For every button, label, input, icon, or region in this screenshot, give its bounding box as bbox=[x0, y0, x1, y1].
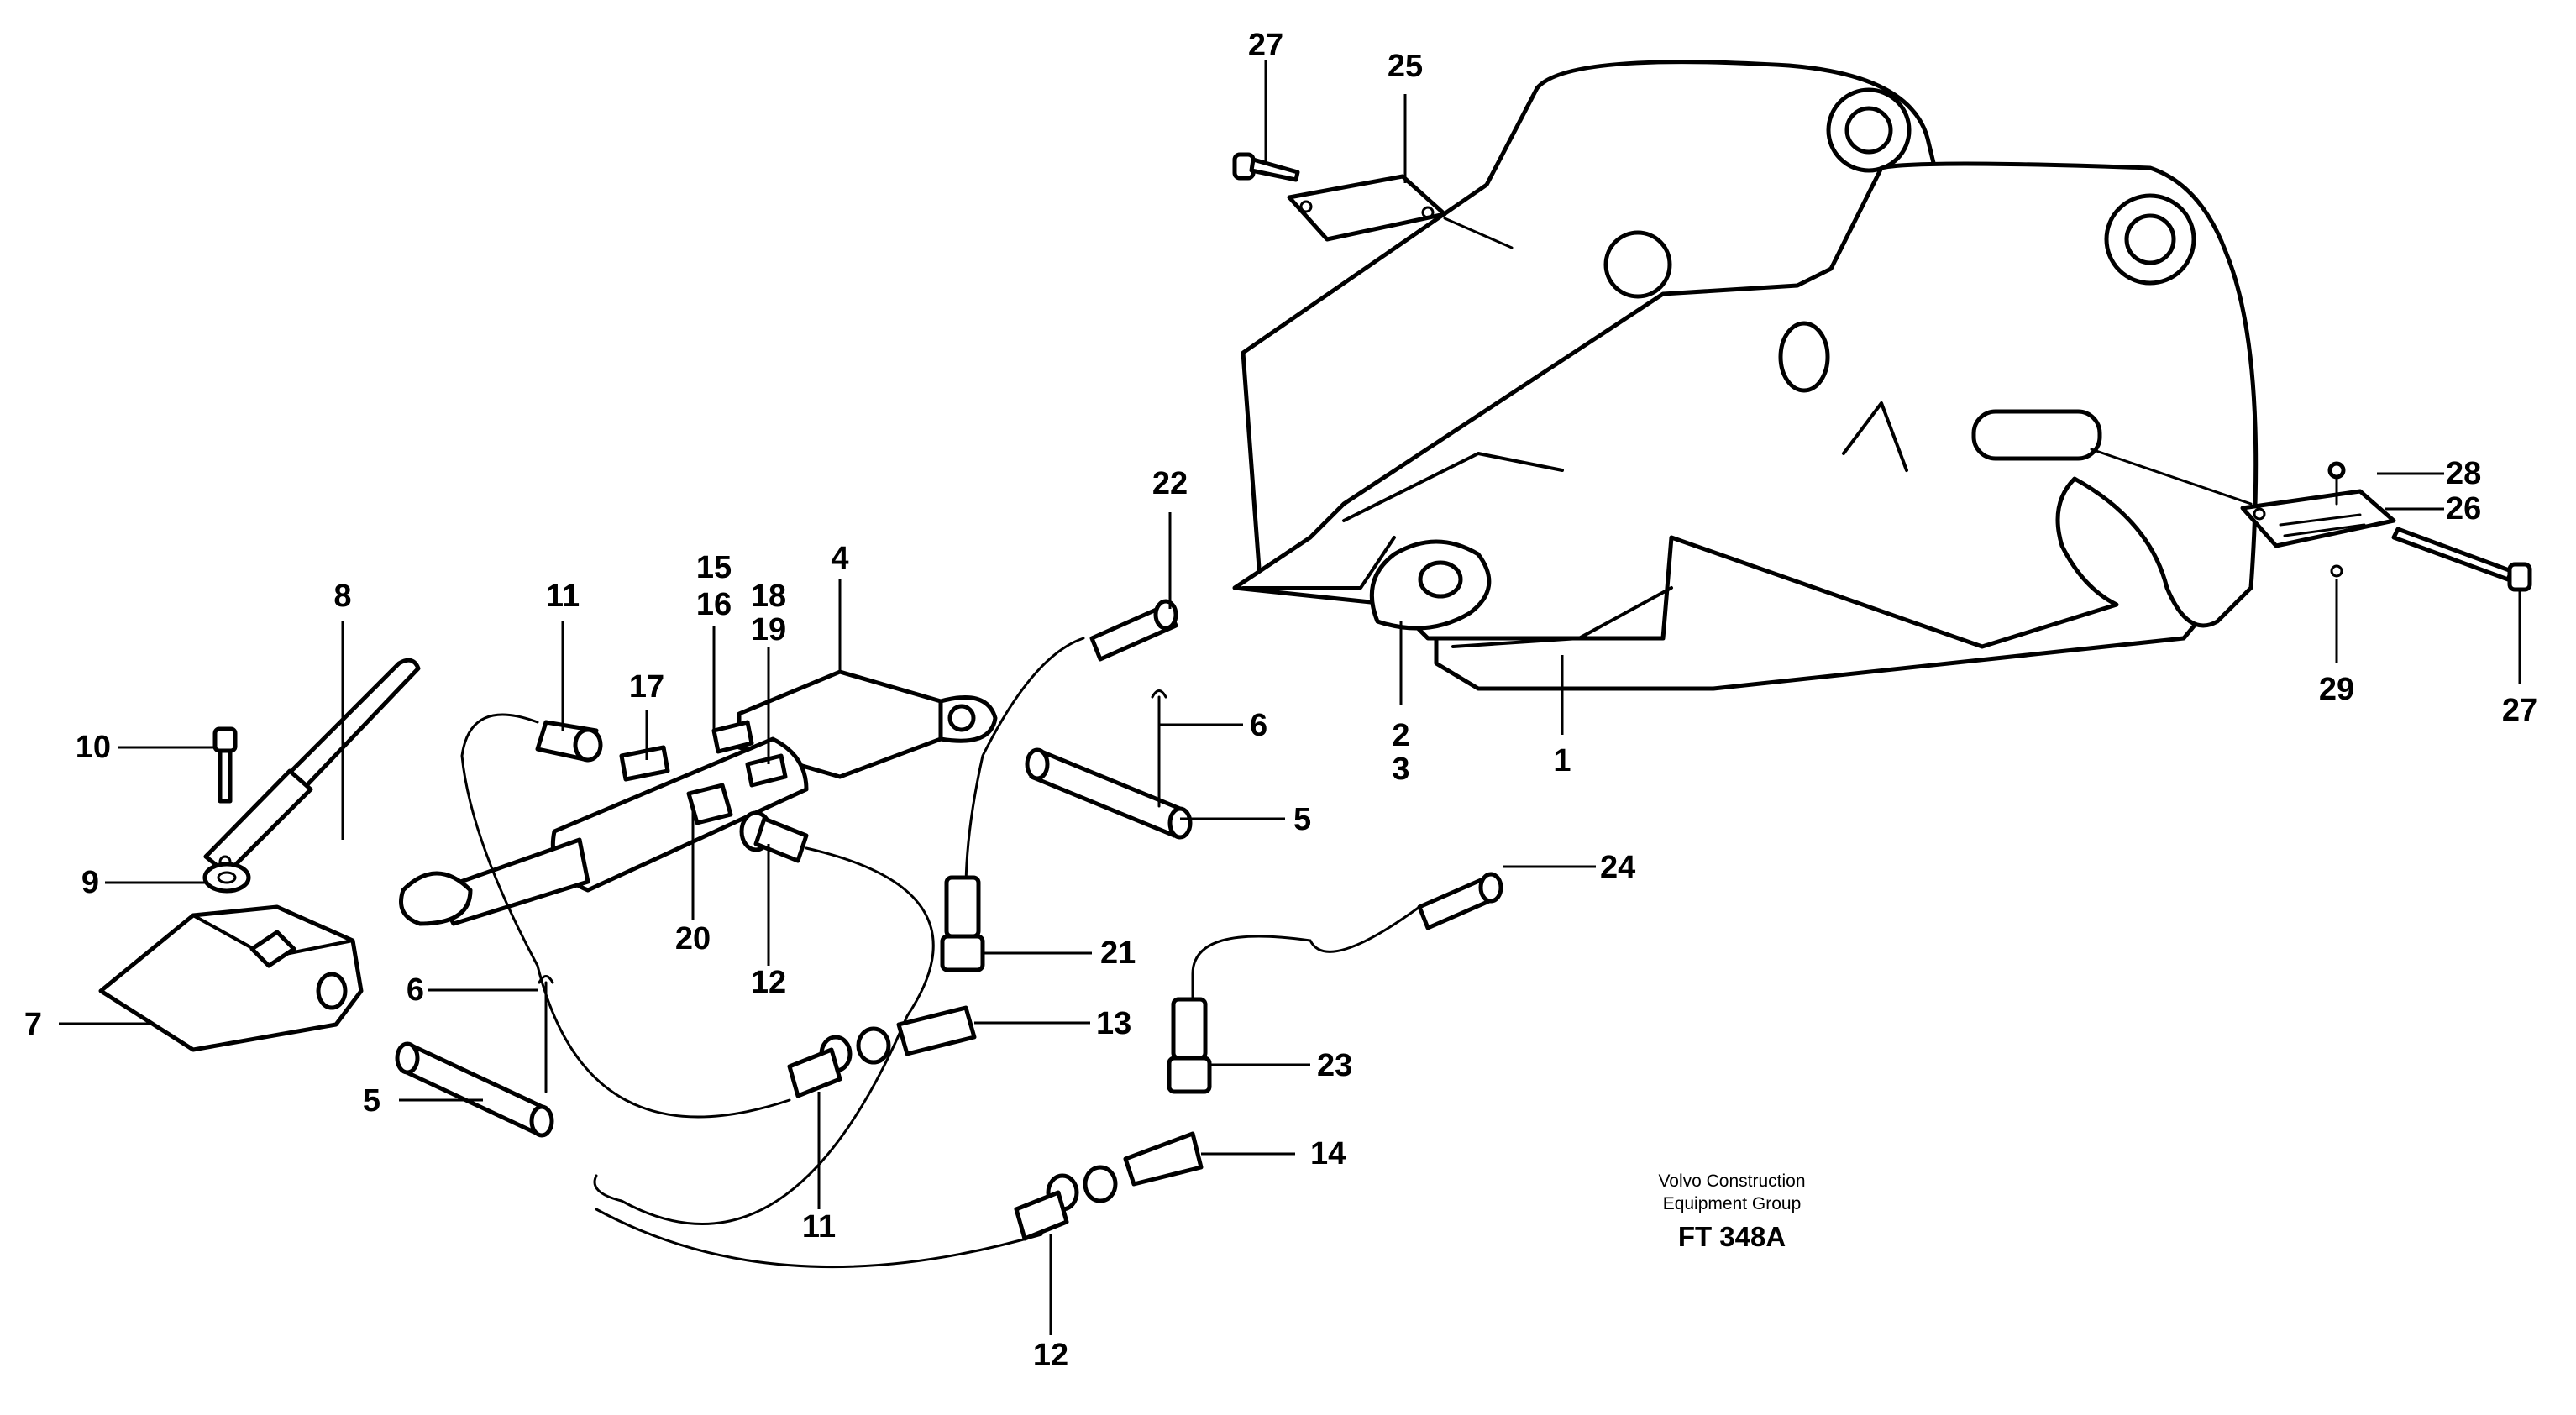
pin-5-upper bbox=[1025, 747, 1193, 840]
label-16: 16 bbox=[696, 587, 732, 622]
label-24: 24 bbox=[1600, 850, 1635, 885]
hydraulic-cylinder-4 bbox=[399, 669, 998, 926]
label-28: 28 bbox=[2446, 456, 2481, 491]
cover-plate-25 bbox=[1287, 174, 1514, 249]
fitting-17 bbox=[619, 745, 670, 782]
label-21: 21 bbox=[1100, 935, 1136, 971]
label-17: 17 bbox=[629, 669, 664, 705]
adapter-13-chain bbox=[787, 1005, 977, 1098]
label-6-lower: 6 bbox=[407, 972, 424, 1008]
label-27-top: 27 bbox=[1248, 28, 1283, 63]
fitting-11-upper bbox=[535, 720, 603, 763]
coupling-21 bbox=[940, 875, 985, 972]
label-5-lower: 5 bbox=[363, 1083, 380, 1119]
label-4: 4 bbox=[831, 541, 848, 576]
cover-plate-26 bbox=[2090, 448, 2396, 548]
label-23: 23 bbox=[1317, 1048, 1352, 1083]
label-11-upper: 11 bbox=[546, 579, 580, 614]
rod-8 bbox=[203, 658, 421, 876]
leader-lines bbox=[59, 60, 2521, 1335]
bolt-27-right bbox=[2391, 527, 2532, 592]
label-27-right: 27 bbox=[2502, 693, 2537, 728]
label-9: 9 bbox=[81, 865, 99, 900]
figure-credit: Volvo Construction Equipment Group FT 34… bbox=[1658, 1171, 1805, 1252]
label-5-upper: 5 bbox=[1293, 802, 1311, 837]
coupling-23 bbox=[1167, 997, 1212, 1094]
label-15: 15 bbox=[696, 550, 732, 585]
bolt-27-top bbox=[1232, 152, 1300, 182]
callout-labels: 27 25 22 28 26 4 15 8 11 16 18 19 17 2 3… bbox=[24, 28, 2537, 1373]
label-12-upper: 12 bbox=[751, 965, 786, 1000]
label-11-lower: 11 bbox=[802, 1209, 836, 1245]
label-19: 19 bbox=[751, 612, 786, 647]
label-26: 26 bbox=[2446, 491, 2481, 527]
nipple-18-19 bbox=[745, 753, 788, 788]
quick-coupling-24 bbox=[1417, 872, 1503, 930]
label-29: 29 bbox=[2319, 672, 2354, 707]
fitting-12-upper bbox=[739, 810, 809, 863]
label-6-upper: 6 bbox=[1250, 708, 1267, 743]
bracket-7 bbox=[98, 904, 364, 1052]
company-line-1: Volvo Construction bbox=[1658, 1171, 1805, 1191]
figure-code: FT 348A bbox=[1678, 1221, 1786, 1252]
elbow-20 bbox=[686, 783, 733, 825]
screw-28 bbox=[2327, 461, 2346, 506]
label-13: 13 bbox=[1096, 1006, 1131, 1041]
label-10: 10 bbox=[76, 730, 111, 765]
label-1: 1 bbox=[1553, 743, 1571, 778]
label-18: 18 bbox=[751, 579, 786, 614]
pin-5-lower bbox=[395, 1041, 554, 1138]
label-22: 22 bbox=[1152, 466, 1188, 501]
adapter-14-chain bbox=[1014, 1131, 1204, 1241]
nipple-15-16 bbox=[711, 720, 754, 754]
label-14: 14 bbox=[1310, 1136, 1346, 1171]
label-2: 2 bbox=[1392, 718, 1409, 753]
label-25: 25 bbox=[1388, 49, 1423, 84]
label-12-lower: 12 bbox=[1033, 1338, 1068, 1373]
coupler-frame bbox=[1232, 60, 2259, 691]
washer-9 bbox=[202, 862, 251, 894]
label-3: 3 bbox=[1392, 752, 1409, 787]
label-7: 7 bbox=[24, 1007, 42, 1042]
washer-29 bbox=[2330, 564, 2343, 578]
cotter-6-upper bbox=[1151, 689, 1167, 808]
company-line-2: Equipment Group bbox=[1663, 1194, 1802, 1213]
label-20: 20 bbox=[675, 921, 711, 956]
label-8: 8 bbox=[333, 579, 351, 614]
bolt-10 bbox=[212, 726, 238, 804]
quick-coupling-22 bbox=[1089, 599, 1178, 662]
